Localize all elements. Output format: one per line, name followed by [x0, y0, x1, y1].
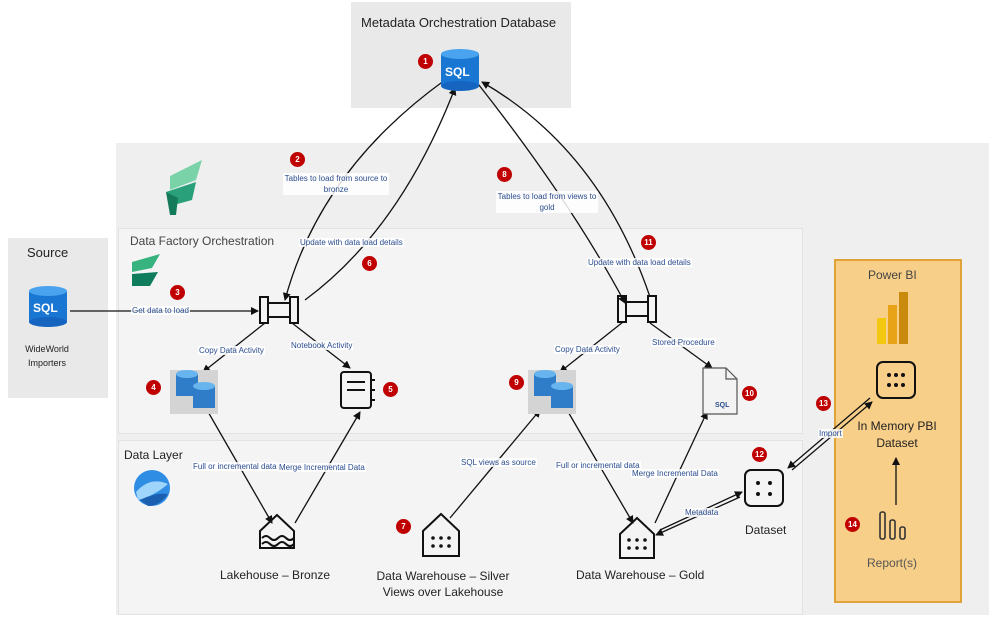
edge-gold-to-sp [654, 411, 708, 524]
dw-silver-label: Data Warehouse – Silver Views over Lakeh… [376, 569, 510, 599]
lakehouse-bronze-icon [259, 513, 295, 549]
dataset-icon [744, 469, 784, 507]
data-factory-logo-icon [132, 254, 160, 286]
step-badge-5: 5 [383, 382, 398, 397]
edge-label-stored-procedure: Stored Procedure [651, 338, 716, 347]
pbi-dataset-label: In Memory PBI Dataset [857, 419, 937, 450]
dw-silver-icon [422, 512, 460, 557]
edge-label-full-incremental-right: Full or incremental data [555, 461, 641, 470]
edge-pipeline-left-to-db [304, 87, 457, 301]
step-badge-11: 11 [641, 235, 656, 250]
data-layer-logo-icon [134, 470, 170, 506]
fabric-logo-icon [166, 160, 202, 215]
edge-label-copy-left: Copy Data Activity [198, 346, 265, 355]
notebook-icon [340, 371, 375, 409]
pbi-dataset-icon [876, 361, 916, 399]
pipeline-right-icon [617, 295, 657, 323]
edge-label-tables-to-bronze: Tables to load from source to bronze [283, 173, 389, 195]
edge-label-tables-to-gold: Tables to load from views to gold [496, 191, 598, 213]
power-bi-logo-icon [877, 292, 908, 344]
edge-label-merge-left: Merge Incremental Data [278, 463, 366, 472]
step-badge-3: 3 [170, 285, 185, 300]
metadata-db-title: Metadata Orchestration Database [361, 15, 557, 30]
data-factory-title: Data Factory Orchestration [130, 234, 275, 248]
step-badge-12: 12 [752, 447, 767, 462]
edge-label-import: Import [818, 429, 843, 438]
lakehouse-files-left-icon [170, 370, 218, 414]
sql-file-icon [702, 367, 738, 415]
step-badge-14: 14 [845, 517, 860, 532]
edge-label-update-right: Update with data load details [587, 258, 692, 267]
metadata-sql-icon [441, 49, 479, 91]
step-badge-2: 2 [290, 152, 305, 167]
step-badge-7: 7 [396, 519, 411, 534]
lakehouse-bronze-label: Lakehouse – Bronze [220, 568, 331, 582]
source-sql-icon [29, 286, 67, 327]
source-sql-label: SQL [33, 301, 58, 315]
source-name: WideWorld Importers [25, 344, 69, 368]
edge-label-sql-views: SQL views as source [460, 458, 537, 467]
sql-file-label: SQL [715, 402, 730, 409]
edge-label-copy-right: Copy Data Activity [554, 345, 621, 354]
edge-label-get-data: Get data to load [131, 306, 190, 315]
metadata-sql-label: SQL [445, 65, 470, 79]
step-badge-6: 6 [362, 256, 377, 271]
source-title: Source [27, 245, 69, 260]
edge-label-merge-right: Merge Incremental Data [631, 469, 719, 478]
pipeline-left-icon [259, 296, 299, 324]
step-badge-4: 4 [146, 380, 161, 395]
edge-label-full-incremental-left: Full or incremental data [192, 462, 278, 471]
lakehouse-files-right-icon [528, 370, 576, 414]
edge-label-update-left: Update with data load details [299, 238, 404, 247]
step-badge-10: 10 [742, 386, 757, 401]
dw-gold-label: Data Warehouse – Gold [576, 568, 705, 582]
reports-label: Report(s) [867, 556, 918, 570]
report-icon [879, 511, 906, 540]
step-badge-13: 13 [816, 396, 831, 411]
edge-label-notebook: Notebook Activity [290, 341, 354, 350]
dataset-label: Dataset [745, 523, 787, 537]
step-badge-9: 9 [509, 375, 524, 390]
data-layer-title: Data Layer [124, 448, 183, 462]
power-bi-title: Power BI [868, 268, 917, 282]
step-badge-8: 8 [497, 167, 512, 182]
edge-label-metadata: Metadata [684, 508, 720, 517]
dw-gold-icon [619, 516, 655, 559]
step-badge-1: 1 [418, 54, 433, 69]
